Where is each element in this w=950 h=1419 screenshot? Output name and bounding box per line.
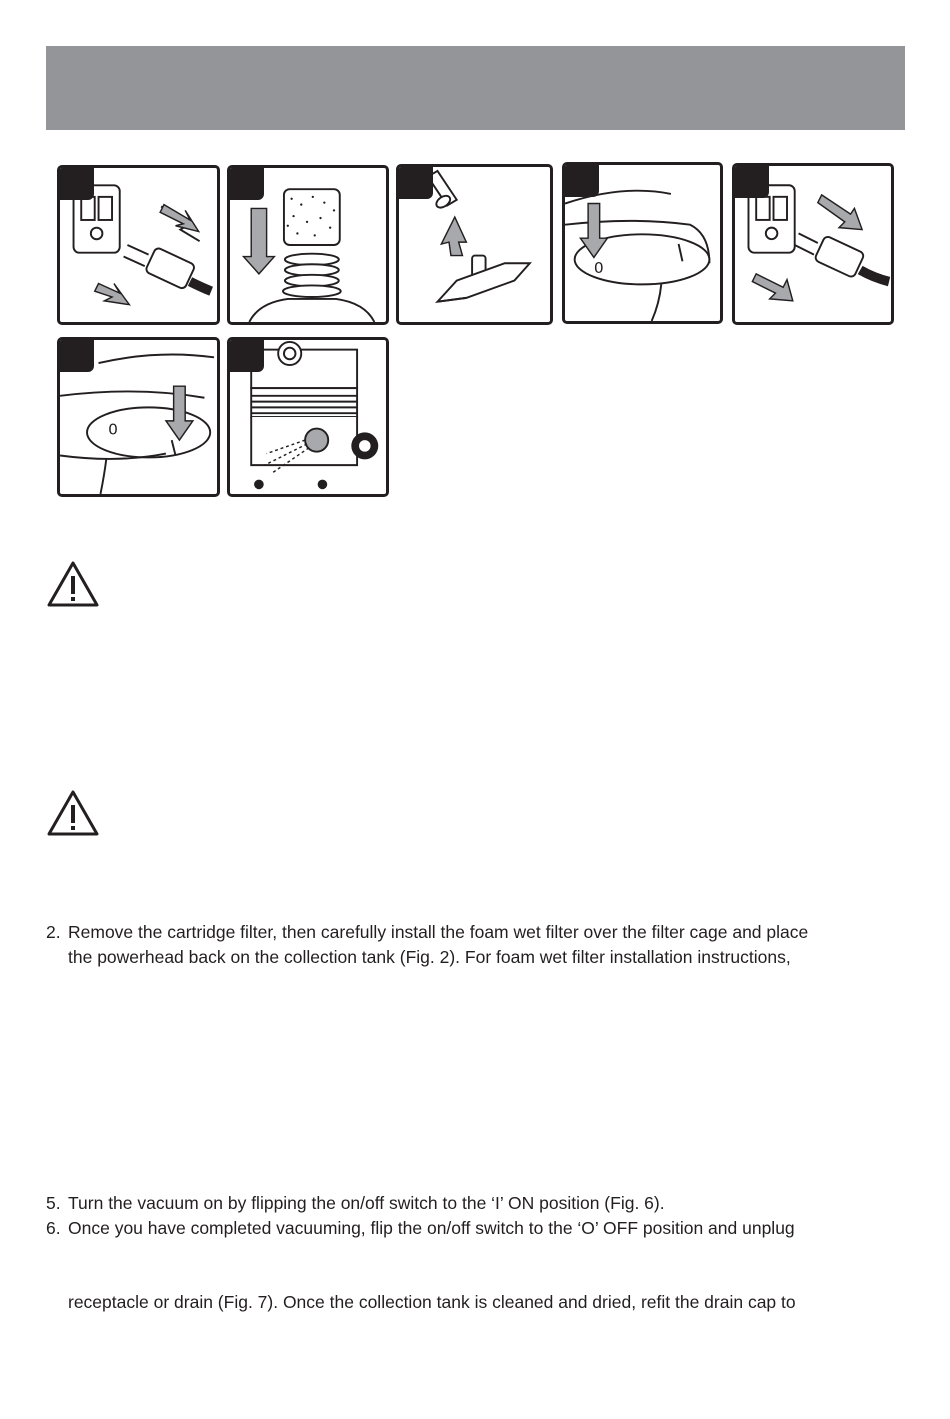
figure-2-install-filter [227,165,389,325]
warning-triangle-icon [46,560,100,608]
step-text: receptacle or drain (Fig. 7). Once the c… [68,1292,796,1312]
figure-6-switch-on: 0 [57,337,220,497]
step-text: Turn the vacuum on by flipping the on/of… [68,1193,665,1213]
figure-number-badge [60,168,94,200]
svg-text:0: 0 [594,259,604,277]
step-text: Remove the cartridge filter, then carefu… [68,922,809,942]
figure-number-badge [230,168,264,200]
step-number: 6. [46,1218,61,1238]
foam-filter-install-icon [241,188,376,322]
figure-number-badge [230,340,264,372]
figure-number-badge [399,167,433,199]
figure-1-unplug [57,165,220,325]
figure-3-attach-nozzle [396,164,553,325]
step-text: Once you have completed vacuuming, flip … [68,1218,795,1238]
instruction-step-5: 5. Turn the vacuum on by flipping the on/… [46,1191,665,1215]
figure-number-badge [735,166,769,198]
instruction-step-6: 6. Once you have completed vacuuming, fli… [46,1216,795,1240]
warning-triangle-icon [46,789,100,837]
step-number: 5. [46,1193,61,1213]
step-number: 2. [46,922,61,942]
section-header-bar [46,46,905,130]
figure-7-drain-tank [227,337,389,497]
switch-on-icon: 0 [60,353,215,494]
switch-off-icon: 0 [565,189,711,321]
figure-number-badge [565,165,599,197]
figure-5-plug-in [732,163,894,325]
svg-text:0: 0 [108,420,118,438]
instruction-step-2: 2. Remove the cartridge filter, then care… [46,920,808,944]
instruction-step-6-continued: receptacle or drain (Fig. 7). Once the c… [68,1290,796,1314]
step-text: the powerhead back on the collection tan… [68,947,791,967]
floor-nozzle-attach-icon [426,169,532,304]
instruction-step-2-continued: the powerhead back on the collection tan… [68,945,791,969]
plug-in-icon [747,184,891,302]
figure-4-switch-off: 0 [562,162,723,324]
unplug-icon [72,184,213,306]
figure-number-badge [60,340,94,372]
